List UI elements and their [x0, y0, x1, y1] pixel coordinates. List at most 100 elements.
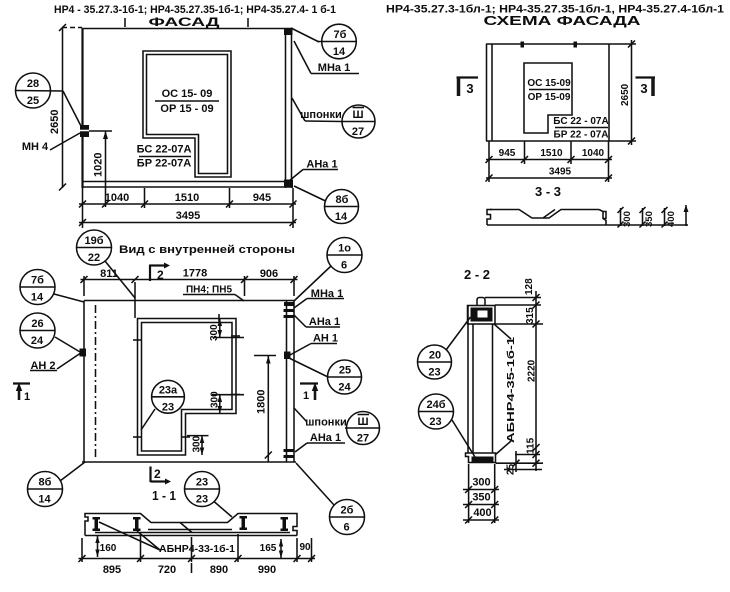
svg-text:1510: 1510 — [175, 192, 199, 204]
svg-text:23: 23 — [196, 477, 208, 489]
svg-text:БР 22-07А: БР 22-07А — [137, 158, 191, 170]
svg-text:3495: 3495 — [176, 210, 200, 222]
svg-text:6: 6 — [343, 522, 349, 534]
svg-text:300: 300 — [209, 324, 220, 341]
svg-text:АБНР4-33-1б-1: АБНР4-33-1б-1 — [159, 543, 235, 555]
svg-text:14: 14 — [333, 46, 346, 58]
svg-text:АНа 1: АНа 1 — [306, 159, 337, 171]
svg-text:990: 990 — [258, 564, 276, 576]
svg-text:128: 128 — [524, 278, 535, 295]
svg-text:23: 23 — [162, 402, 174, 414]
svg-text:АН 1: АН 1 — [313, 333, 338, 345]
svg-text:23: 23 — [196, 494, 208, 506]
svg-text:3: 3 — [640, 81, 647, 96]
svg-text:300: 300 — [622, 211, 633, 227]
svg-text:АНа 1: АНа 1 — [309, 316, 340, 328]
svg-text:25: 25 — [27, 95, 39, 107]
svg-text:3: 3 — [466, 81, 473, 96]
svg-text:2 - 2: 2 - 2 — [464, 267, 490, 282]
svg-text:22: 22 — [88, 252, 100, 264]
svg-text:350: 350 — [472, 492, 490, 504]
svg-text:895: 895 — [103, 564, 121, 576]
svg-text:400: 400 — [473, 507, 491, 519]
svg-text:23а: 23а — [159, 385, 178, 397]
svg-text:906: 906 — [260, 268, 278, 280]
svg-text:2650: 2650 — [49, 110, 61, 134]
svg-text:1о: 1о — [338, 243, 351, 255]
svg-text:165: 165 — [260, 543, 277, 554]
svg-text:шпонки: шпонки — [300, 109, 341, 121]
svg-text:1: 1 — [303, 390, 309, 402]
svg-text:2650: 2650 — [620, 83, 631, 106]
svg-text:160: 160 — [100, 543, 117, 554]
svg-text:90: 90 — [299, 542, 311, 553]
svg-text:Ш: Ш — [357, 416, 368, 428]
svg-text:3 - 3: 3 - 3 — [535, 184, 561, 199]
svg-text:ОС 15- 09: ОС 15- 09 — [162, 88, 213, 100]
svg-text:720: 720 — [158, 564, 176, 576]
svg-text:МН 4: МН 4 — [22, 141, 49, 153]
svg-text:АБНР4-35-1б-1: АБНР4-35-1б-1 — [505, 336, 517, 443]
svg-text:300: 300 — [192, 435, 203, 452]
svg-text:2: 2 — [154, 467, 161, 481]
svg-text:1800: 1800 — [256, 390, 268, 414]
svg-text:НР4 - 35.27.3-1б-1; НР4-35.27.: НР4 - 35.27.3-1б-1; НР4-35.27.35-1б-1; Н… — [54, 4, 336, 16]
svg-text:315: 315 — [525, 307, 536, 324]
svg-text:МНа 1: МНа 1 — [311, 288, 343, 300]
svg-text:6: 6 — [341, 260, 347, 272]
svg-text:24: 24 — [31, 335, 44, 347]
svg-text:25: 25 — [506, 463, 517, 475]
svg-text:23: 23 — [428, 367, 440, 379]
svg-text:шпонки: шпонки — [305, 417, 346, 429]
svg-text:БР 22 - 07А: БР 22 - 07А — [554, 130, 609, 141]
svg-text:ПН4; ПН5: ПН4; ПН5 — [186, 285, 232, 296]
svg-text:945: 945 — [253, 192, 271, 204]
svg-text:19б: 19б — [84, 235, 103, 247]
svg-text:8б: 8б — [336, 194, 349, 206]
svg-text:1040: 1040 — [582, 148, 605, 159]
svg-text:1 - 1: 1 - 1 — [152, 488, 176, 503]
svg-text:НР4-35.27.3-1бл-1; НР4-35.27.3: НР4-35.27.3-1бл-1; НР4-35.27.35-1бл-1, Н… — [386, 4, 724, 16]
svg-text:1510: 1510 — [540, 148, 563, 159]
svg-text:7б: 7б — [334, 29, 347, 41]
svg-text:2б: 2б — [341, 505, 354, 517]
svg-text:27: 27 — [357, 433, 369, 445]
svg-text:МНа 1: МНа 1 — [318, 62, 350, 74]
svg-text:400: 400 — [666, 211, 677, 227]
svg-text:25: 25 — [339, 365, 351, 377]
svg-text:890: 890 — [210, 564, 228, 576]
svg-text:14: 14 — [38, 494, 51, 506]
svg-text:ОР 15 - 09: ОР 15 - 09 — [160, 103, 213, 115]
svg-text:1: 1 — [24, 391, 30, 403]
svg-text:300: 300 — [472, 477, 490, 489]
svg-text:ОР 15-09: ОР 15-09 — [528, 92, 571, 103]
svg-text:1778: 1778 — [183, 268, 207, 280]
svg-text:350: 350 — [644, 211, 655, 227]
svg-text:3495: 3495 — [549, 167, 572, 178]
svg-text:24б: 24б — [426, 399, 445, 411]
svg-text:26: 26 — [31, 318, 43, 330]
svg-text:1040: 1040 — [105, 192, 129, 204]
svg-text:945: 945 — [499, 148, 516, 159]
svg-text:СХЕМА ФАСАДА: СХЕМА ФАСАДА — [484, 13, 642, 28]
svg-text:Вид с внутренней стороны: Вид с внутренней стороны — [119, 244, 295, 256]
svg-text:14: 14 — [31, 292, 44, 304]
svg-text:Ш: Ш — [352, 109, 363, 121]
svg-text:БС 22 - 07А: БС 22 - 07А — [553, 116, 608, 127]
svg-text:ФАСАД: ФАСАД — [149, 15, 221, 29]
svg-text:24: 24 — [338, 382, 351, 394]
svg-text:БС 22-07А: БС 22-07А — [137, 144, 192, 156]
svg-text:300: 300 — [210, 391, 221, 408]
svg-text:23: 23 — [429, 416, 441, 428]
svg-text:АНа 1: АНа 1 — [310, 432, 341, 444]
svg-text:1020: 1020 — [93, 153, 105, 177]
svg-text:ОС 15-09: ОС 15-09 — [527, 78, 571, 89]
svg-text:8б: 8б — [39, 477, 52, 489]
svg-text:2: 2 — [157, 268, 164, 282]
svg-text:АН 2: АН 2 — [30, 360, 55, 372]
svg-text:7б: 7б — [31, 275, 44, 287]
svg-text:2220: 2220 — [527, 359, 538, 382]
svg-text:27: 27 — [352, 126, 364, 138]
svg-text:14: 14 — [335, 211, 348, 223]
svg-text:20: 20 — [429, 350, 441, 362]
